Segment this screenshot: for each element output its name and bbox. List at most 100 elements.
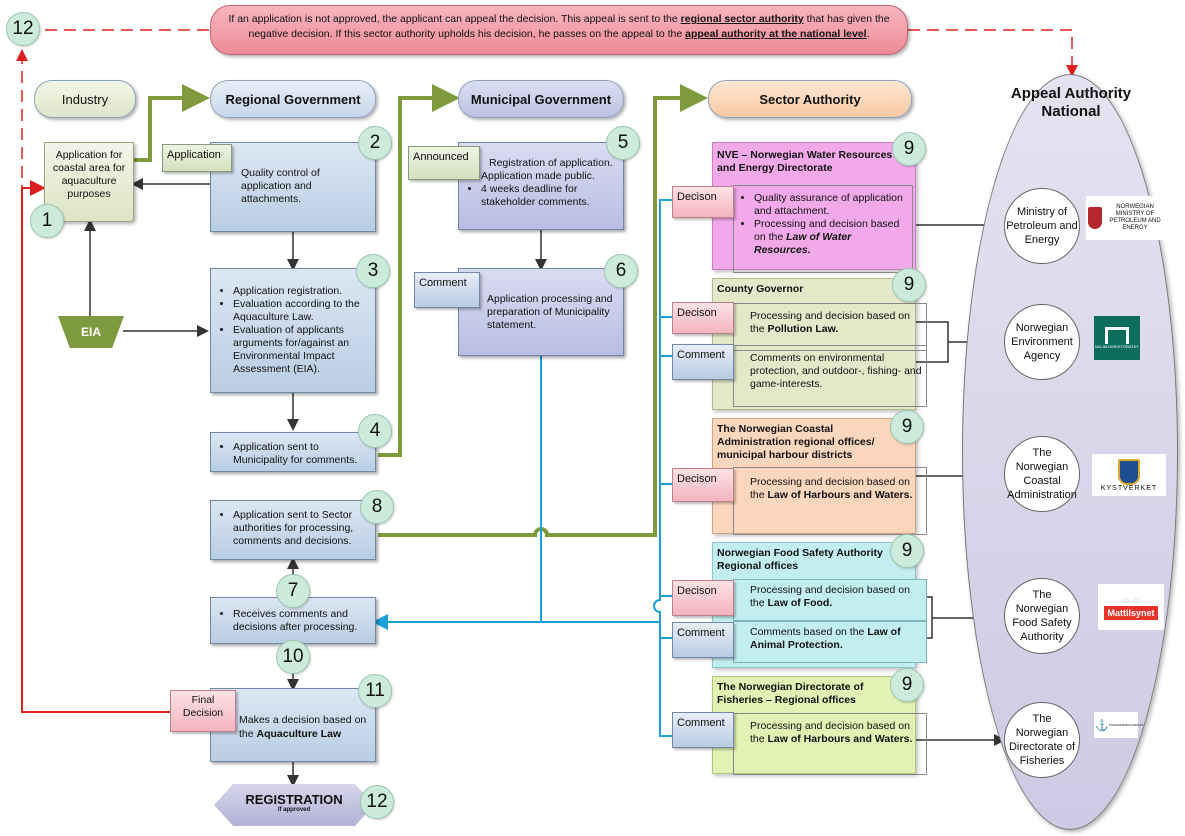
food-comment-text: Comments based on the bbox=[750, 626, 868, 638]
food-title: Norwegian Food Safety Authority Regional… bbox=[717, 547, 883, 572]
municipal-step-6-box: Application processing and preparation o… bbox=[458, 268, 624, 356]
appeal-note: If an application is not approved, the a… bbox=[210, 5, 908, 55]
step-5-item: Application made public. bbox=[481, 170, 617, 183]
county-comment-tag: Comment bbox=[672, 344, 734, 380]
regional-to-sector-arrow bbox=[378, 84, 708, 537]
nve-inner-box: Quality assurance of application and att… bbox=[733, 185, 913, 273]
step-9-coastal-badge: 9 bbox=[890, 410, 924, 444]
step-3-list: Application registration. Evaluation acc… bbox=[215, 285, 369, 376]
petroleum-logo-text: NORWEGIAN MINISTRY OF PETROLEUM AND ENER… bbox=[1109, 204, 1161, 231]
anchor-icon: ⚓ bbox=[1095, 719, 1109, 732]
step-12-top-badge: 12 bbox=[6, 12, 40, 46]
sector-coastal-box: The Norwegian Coastal Administration reg… bbox=[712, 418, 927, 535]
eia-shape: EIA bbox=[58, 316, 124, 348]
fisheries-title: The Norwegian Directorate of Fisheries –… bbox=[717, 681, 864, 706]
regional-step-3-box: Application registration. Evaluation acc… bbox=[210, 268, 376, 393]
step-11-prefix: Makes a decision based on the bbox=[239, 714, 367, 740]
fisheries-inner: Processing and decision based on the Law… bbox=[733, 713, 927, 775]
step-7-text: Receives comments and decisions after pr… bbox=[233, 608, 369, 634]
step-5-first: Registration of application. bbox=[489, 157, 613, 169]
step-1-badge: 1 bbox=[30, 204, 64, 238]
food-decision-inner: Processing and decision based on the Law… bbox=[733, 579, 927, 621]
county-decision-text: Processing and decision based on the bbox=[750, 310, 910, 335]
appeal-dashed-line-right bbox=[908, 29, 1078, 77]
authority-food-safety: The Norwegian Food Safety Authority bbox=[1004, 578, 1080, 654]
kystverket-logo-text: KYSTVERKET bbox=[1100, 484, 1158, 492]
environment-logo: MILJØ-DIREKTORATET bbox=[1094, 316, 1140, 360]
municipal-comment-tag: Comment bbox=[414, 272, 480, 308]
step-5-item: 4 weeks deadline for stakeholder comment… bbox=[481, 183, 617, 209]
fisheries-comment-tag: Comment bbox=[672, 712, 734, 748]
sector-nve-box: NVE – Norwegian Water Resources and Ener… bbox=[712, 142, 916, 273]
step-6-text: Application processing and preparation o… bbox=[487, 293, 613, 331]
coastal-title: The Norwegian Coastal Administration reg… bbox=[717, 423, 875, 461]
registration-label: REGISTRATION bbox=[245, 792, 343, 807]
food-decision-law: Law of Food. bbox=[767, 597, 833, 609]
county-comment-text: Comments on environmental protection, an… bbox=[750, 352, 922, 390]
appeal-note-text-1: If an application is not approved, the a… bbox=[228, 13, 681, 25]
fisheries-logo-text: FISKERIDIREKTORATET bbox=[1108, 723, 1144, 727]
step-4-text: Application sent to Municipality for com… bbox=[233, 441, 369, 467]
lion-crest-icon bbox=[1088, 207, 1102, 229]
step-8-badge: 8 bbox=[360, 490, 394, 524]
final-decision-red-line bbox=[21, 180, 170, 713]
regional-step-11-box: Makes a decision based on the Aquacultur… bbox=[210, 688, 376, 762]
kystverket-crest-icon bbox=[1118, 458, 1140, 485]
step-11-law: Aquaculture Law bbox=[256, 728, 342, 740]
nve-law: Law of Water Resources. bbox=[754, 231, 852, 256]
sector-fisheries-box: The Norwegian Directorate of Fisheries –… bbox=[712, 676, 927, 775]
appeal-note-text-3: . bbox=[866, 28, 870, 40]
step-12-bottom-badge: 12 bbox=[360, 785, 394, 819]
announced-tag: Announced bbox=[408, 146, 480, 180]
industry-application-text: Application for coastal area for aquacul… bbox=[52, 149, 126, 200]
step-3-item: Evaluation according to the Aquaculture … bbox=[233, 298, 369, 324]
mattilsynet-logo-text: Mattilsynet bbox=[1104, 606, 1158, 620]
county-decision-tag: Decison bbox=[672, 302, 734, 334]
sector-county-box: County Governor Processing and decision … bbox=[712, 278, 927, 410]
book-icon bbox=[1105, 327, 1129, 344]
step-5-badge: 5 bbox=[606, 126, 640, 160]
step-2-badge: 2 bbox=[358, 126, 392, 160]
header-municipal-government: Municipal Government bbox=[458, 80, 624, 118]
food-decision-tag: Decison bbox=[672, 580, 734, 616]
step-8-text: Application sent to Sector authorities f… bbox=[233, 509, 369, 548]
step-11-badge: 11 bbox=[358, 674, 392, 708]
food-comment-tag: Comment bbox=[672, 622, 734, 658]
kystverket-logo: KYSTVERKET bbox=[1092, 454, 1166, 496]
regional-step-4-box: Application sent to Municipality for com… bbox=[210, 432, 376, 472]
authority-coastal: The Norwegian Coastal Administration bbox=[1004, 436, 1080, 512]
regional-to-municipal-arrow bbox=[378, 84, 460, 457]
registration-sub: If approved bbox=[277, 807, 311, 813]
step-7-badge: 7 bbox=[276, 574, 310, 608]
eia-label: EIA bbox=[80, 325, 101, 339]
authority-petroleum: Ministry of Petroleum and Energy bbox=[1004, 188, 1080, 264]
step-3-item: Application registration. bbox=[233, 285, 369, 298]
step-9-food-badge: 9 bbox=[890, 534, 924, 568]
petroleum-logo: NORWEGIAN MINISTRY OF PETROLEUM AND ENER… bbox=[1086, 196, 1168, 240]
municipal-step-5-box: Registration of application. Application… bbox=[458, 142, 624, 230]
authority-fisheries: The Norwegian Directorate of Fisheries bbox=[1004, 702, 1080, 778]
coastal-inner: Processing and decision based on the Law… bbox=[733, 467, 927, 535]
coastal-decision-law: Law of Harbours and Waters. bbox=[767, 489, 913, 501]
step-10-badge: 10 bbox=[276, 640, 310, 674]
step-6-badge: 6 bbox=[604, 254, 638, 288]
appeal-note-link-regional: regional sector authority bbox=[680, 13, 804, 25]
step-9-county-badge: 9 bbox=[892, 268, 926, 302]
application-tag: Application bbox=[162, 144, 232, 172]
nve-item: Quality assurance of application and att… bbox=[754, 192, 908, 218]
nve-title: NVE – Norwegian Water Resources and Ener… bbox=[717, 149, 893, 174]
registration-shape: REGISTRATION If approved bbox=[214, 784, 374, 826]
coastal-decision-tag: Decison bbox=[672, 468, 734, 502]
appeal-authority-title: Appeal Authority National bbox=[1010, 85, 1132, 120]
authority-environment: Norwegian Environment Agency bbox=[1004, 304, 1080, 380]
step-9-nve-badge: 9 bbox=[892, 132, 926, 166]
food-comment-inner: Comments based on the Law of Animal Prot… bbox=[733, 621, 927, 663]
appeal-note-text-2: that has given the negative decision. If… bbox=[248, 13, 890, 40]
fisheries-comment-law: Law of Harbours and Waters. bbox=[767, 733, 913, 745]
nve-decision-tag: Decison bbox=[672, 186, 734, 218]
step-9-fisheries-badge: 9 bbox=[890, 668, 924, 702]
county-comment-inner: Comments on environmental protection, an… bbox=[733, 345, 927, 407]
bubbles-icon: ○ ○ bbox=[1122, 593, 1140, 607]
sector-food-box: Norwegian Food Safety Authority Regional… bbox=[712, 542, 927, 668]
step-4-badge: 4 bbox=[358, 414, 392, 448]
